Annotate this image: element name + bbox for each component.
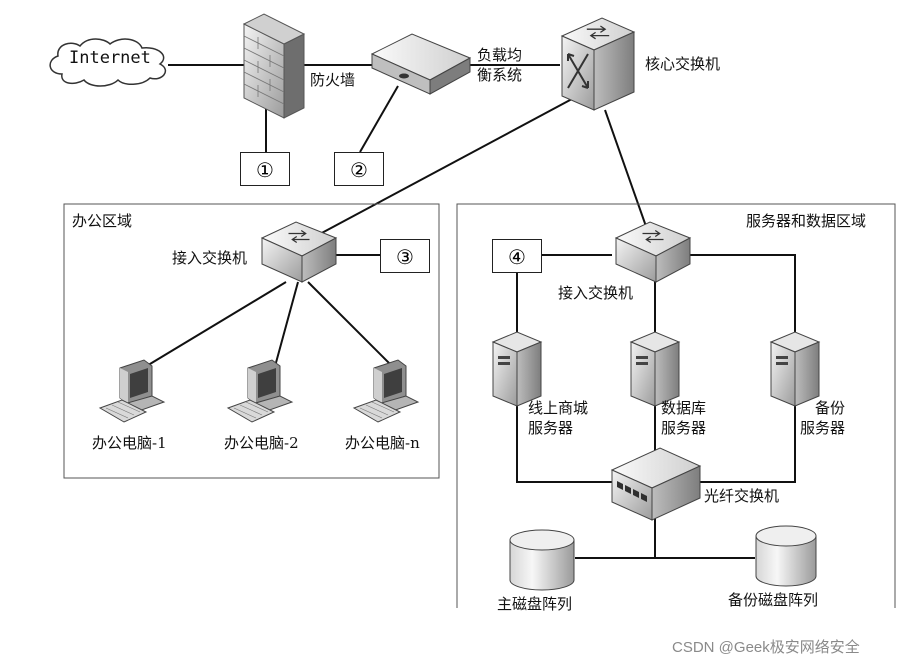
fiber-switch-icon xyxy=(610,447,702,521)
link-core-server-switch xyxy=(604,109,649,233)
watermark: CSDN @Geek极安网络安全 xyxy=(672,639,860,656)
office-pc-1-icon xyxy=(98,359,166,423)
mall-server-label: 线上商城 服务器 xyxy=(528,398,588,438)
server-access-switch-icon xyxy=(614,221,692,283)
marker-4: ④ xyxy=(492,239,542,273)
link-server-switch-right xyxy=(690,254,796,340)
load-balancer-label-line1: 负载均 xyxy=(477,46,523,64)
connection-lines xyxy=(139,64,796,559)
office-zone-frame xyxy=(63,203,440,479)
load-balancer-icon xyxy=(370,33,472,95)
marker-3: ③ xyxy=(380,239,430,273)
office-access-switch-label: 接入交换机 xyxy=(172,249,248,267)
marker-1: ① xyxy=(240,152,290,186)
link-office-switch-pc1 xyxy=(139,281,287,371)
backup-disk-array-icon xyxy=(755,525,817,587)
backup-server-label: 备份 服务器 xyxy=(800,398,845,438)
office-pc-2-icon xyxy=(226,359,294,423)
load-balancer-label-line2: 衡系统 xyxy=(477,66,523,84)
backup-disk-array-label: 备份磁盘阵列 xyxy=(728,591,819,609)
mall-server-icon xyxy=(491,331,543,407)
database-server-label: 数据库 服务器 xyxy=(661,398,706,438)
firewall-label: 防火墙 xyxy=(310,71,356,89)
office-zone-title: 办公区域 xyxy=(72,212,133,230)
backup-server-label-line1: 备份 xyxy=(815,399,846,417)
server-zone-title: 服务器和数据区域 xyxy=(746,212,867,230)
mall-server-label-line1: 线上商城 xyxy=(528,399,589,417)
firewall-icon xyxy=(242,13,306,119)
backup-server-label-line2: 服务器 xyxy=(800,419,846,437)
office-pc-n-label: 办公电脑-n xyxy=(345,434,420,452)
link-core-office-switch xyxy=(317,91,586,236)
link-loadbalancer-marker2 xyxy=(359,85,399,153)
main-disk-array-icon xyxy=(509,529,575,591)
office-pc-2-label: 办公电脑-2 xyxy=(224,434,299,452)
database-server-label-line2: 服务器 xyxy=(661,419,707,437)
marker-2: ② xyxy=(334,152,384,186)
internet-cloud-icon xyxy=(49,38,167,87)
link-backup-fiber xyxy=(700,398,796,483)
server-access-switch-label: 接入交换机 xyxy=(558,284,634,302)
core-switch-label: 核心交换机 xyxy=(645,55,721,73)
database-server-icon xyxy=(629,331,681,407)
office-pc-n-icon xyxy=(352,359,420,423)
office-pc-1-label: 办公电脑-1 xyxy=(92,434,167,452)
link-mall-fiber xyxy=(516,402,612,483)
mall-server-label-line2: 服务器 xyxy=(528,419,574,437)
link-office-switch-pcn xyxy=(307,281,393,367)
core-switch-icon xyxy=(560,17,636,111)
backup-server-icon xyxy=(769,331,821,407)
server-zone-frame xyxy=(456,203,896,608)
office-access-switch-icon xyxy=(260,221,338,283)
load-balancer-label: 负载均 衡系统 xyxy=(477,45,522,85)
internet-label: Internet xyxy=(69,48,151,68)
database-server-label-line1: 数据库 xyxy=(661,399,707,417)
link-office-switch-pc2 xyxy=(273,281,299,371)
main-disk-array-label: 主磁盘阵列 xyxy=(497,595,573,613)
fiber-switch-label: 光纤交换机 xyxy=(704,487,780,505)
